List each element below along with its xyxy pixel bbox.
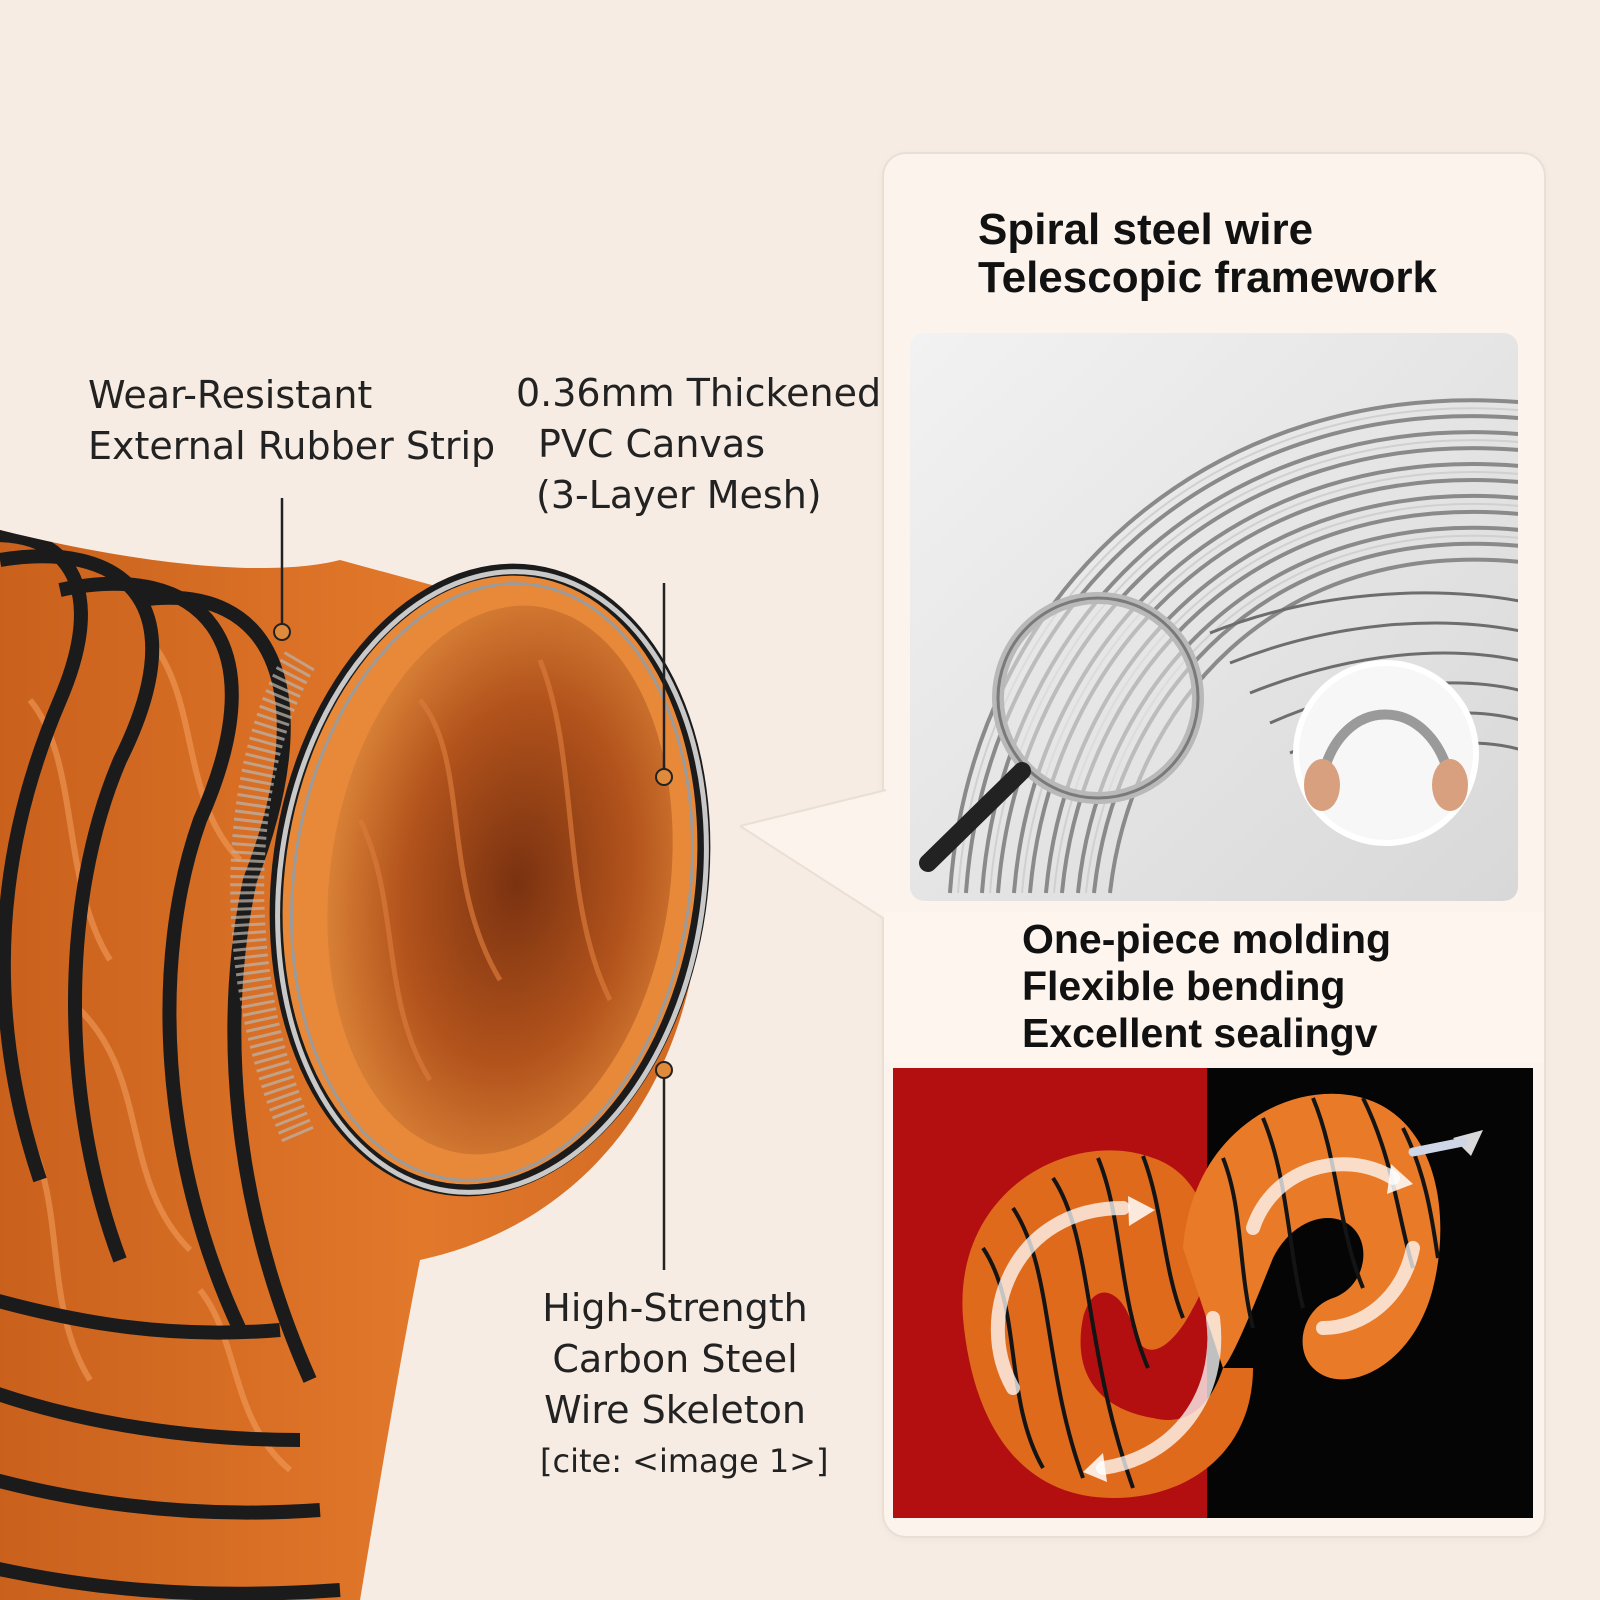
heading-line: One-piece molding	[1022, 916, 1392, 962]
label-line: Wear-Resistant	[88, 373, 373, 417]
features-heading: One-piece molding Flexible bending Excel…	[1022, 916, 1391, 1057]
cite-text: [cite: <image 1>]	[540, 1442, 829, 1480]
steel-wire-label: High-Strength Carbon Steel Wire Skeleton…	[540, 1283, 829, 1487]
label-line: 0.36mm Thickened	[516, 371, 882, 415]
label-line: Wire Skeleton	[544, 1388, 806, 1432]
panel-pointer	[740, 789, 887, 921]
label-line: (3-Layer Mesh)	[536, 473, 822, 517]
spiral-wire-heading: Spiral steel wire Telescopic framework	[978, 206, 1437, 302]
pvc-canvas-label: 0.36mm Thickened PVC Canvas (3-Layer Mes…	[516, 368, 881, 521]
bent-hose-image	[893, 1068, 1533, 1518]
heading-line: Spiral steel wire	[978, 205, 1314, 254]
heading-line: Telescopic framework	[978, 253, 1437, 302]
heading-line: Flexible bending	[1022, 963, 1346, 1009]
label-line: Carbon Steel	[552, 1337, 798, 1381]
feature-band	[884, 912, 1544, 1062]
rubber-strip-label: Wear-Resistant External Rubber Strip	[88, 370, 495, 472]
label-line: External Rubber Strip	[88, 424, 496, 468]
label-line: PVC Canvas	[538, 422, 765, 466]
label-line: High-Strength	[542, 1286, 808, 1330]
flexible-duct-hose-image	[0, 498, 711, 1600]
steel-wire-coil-image	[910, 333, 1518, 901]
heading-line: Excellent sealingv	[1022, 1010, 1378, 1056]
